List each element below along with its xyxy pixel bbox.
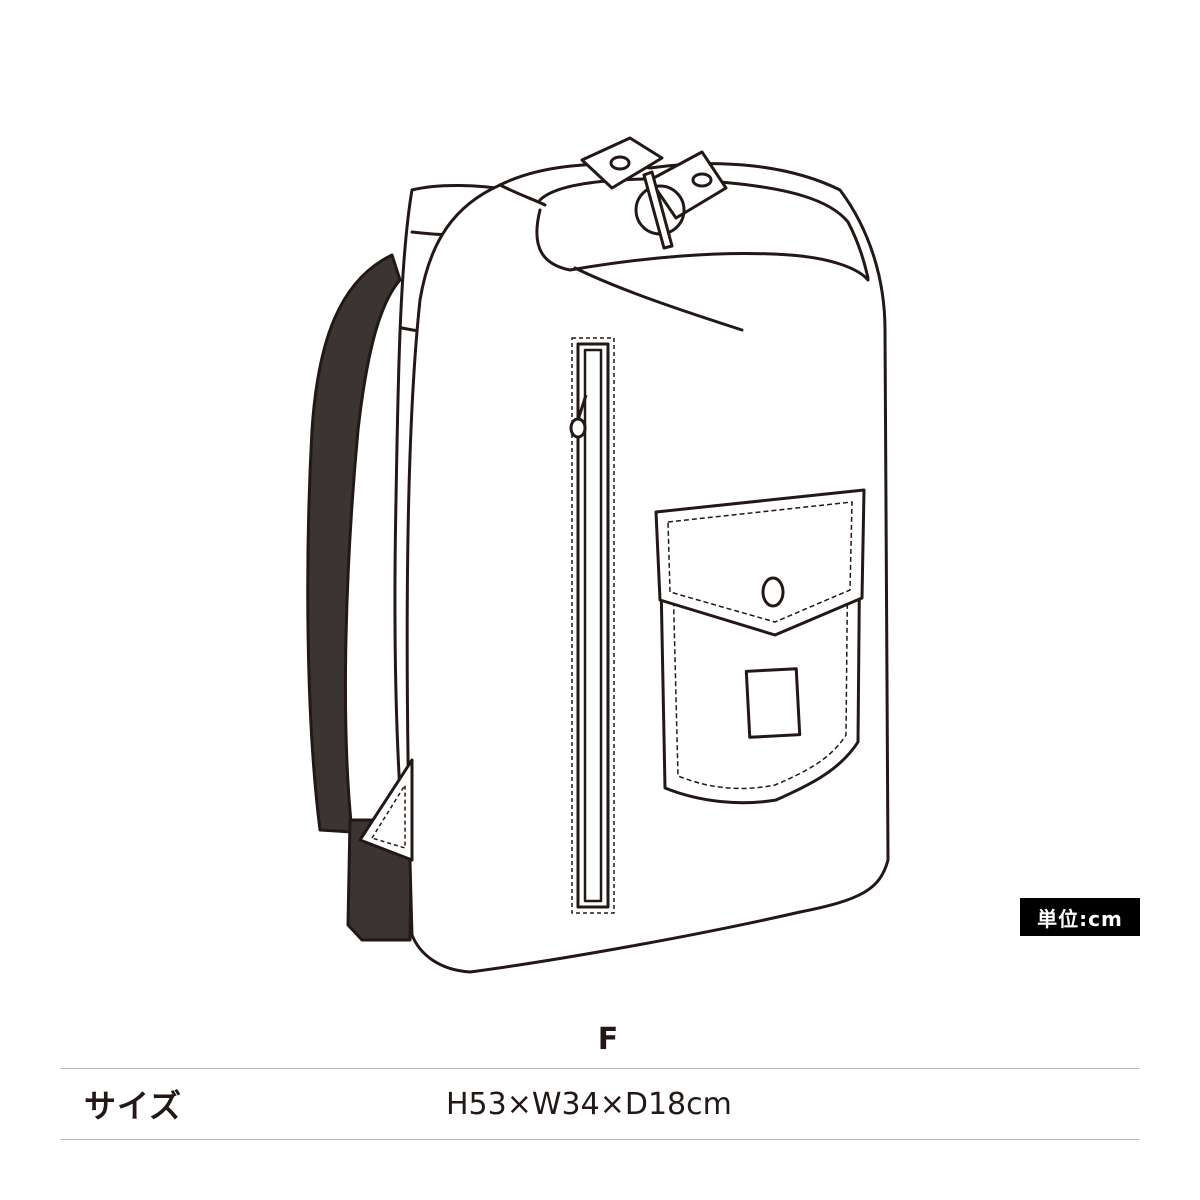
pocket-flap bbox=[654, 488, 866, 637]
roll-top-back bbox=[498, 183, 547, 207]
size-row-value: H53×W34×D18cm bbox=[446, 1086, 732, 1122]
roll-top-front bbox=[538, 177, 870, 280]
size-table: F サイズ H53×W34×D18cm bbox=[60, 1010, 1140, 1140]
zipper-stitch bbox=[571, 337, 615, 914]
buckle-clip bbox=[642, 170, 674, 250]
zipper-teeth bbox=[583, 348, 603, 903]
pocket-snap bbox=[761, 576, 785, 608]
buckle-right bbox=[648, 150, 728, 220]
roll-top-fold bbox=[535, 208, 870, 282]
unit-badge: 単位:cm bbox=[1020, 898, 1140, 936]
zipper-pull bbox=[576, 394, 588, 421]
backpack-illustration bbox=[306, 136, 890, 974]
pocket-label bbox=[744, 667, 802, 739]
size-row: サイズ H53×W34×D18cm bbox=[60, 1068, 1140, 1140]
size-column-label: F bbox=[597, 1021, 619, 1057]
pocket-flap-stitch bbox=[667, 501, 853, 623]
roll-top-crease bbox=[573, 266, 744, 332]
shoulder-strap bbox=[306, 253, 402, 834]
size-row-label: サイズ bbox=[84, 1087, 183, 1125]
pocket-body-stitch bbox=[671, 531, 849, 790]
size-column-header: F bbox=[60, 1010, 1140, 1068]
